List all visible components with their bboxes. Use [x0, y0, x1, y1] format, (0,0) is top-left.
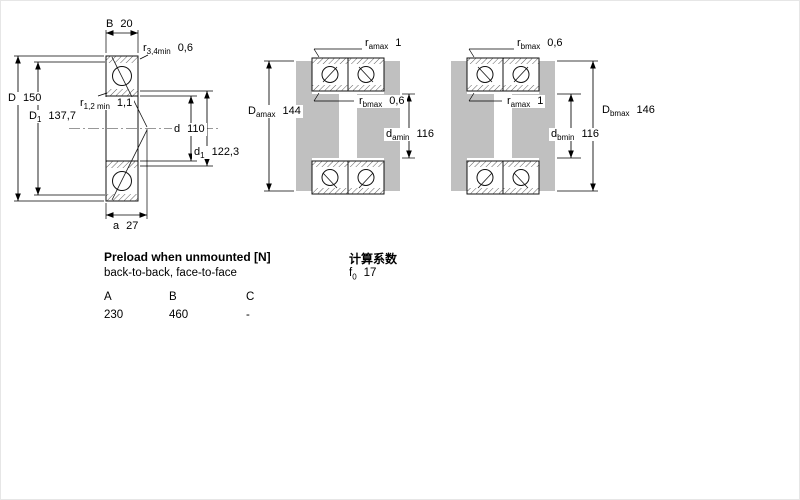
dim-symbol: a — [113, 220, 120, 232]
dim-value: 122,3 — [211, 146, 240, 158]
dimension-lines-pair-left — [264, 48, 415, 192]
dim-subscript: amin — [392, 133, 410, 143]
dim-symbol: f — [349, 267, 353, 279]
dim-symbol: D — [602, 104, 610, 116]
ball-upper — [112, 66, 132, 86]
dim-label-a: a 27 — [113, 220, 138, 233]
dim-symbol: d — [551, 128, 558, 140]
dim-label-rbmax-top: rbmax 0,6 — [517, 37, 563, 52]
dim-label-dbmin: dbmin 116 — [549, 128, 602, 143]
dim-label-D1: D1 137,7 — [27, 110, 78, 125]
dim-symbol: r — [517, 37, 521, 49]
dim-subscript: amax — [368, 42, 389, 52]
dim-symbol: d — [386, 128, 393, 140]
dim-subscript: bmax — [362, 100, 383, 110]
dim-subscript: bmin — [557, 133, 575, 143]
ball-lower — [112, 171, 132, 191]
dim-value: 110 — [187, 123, 205, 135]
contact-line-lower — [111, 129, 148, 201]
dim-subscript: amax — [255, 110, 276, 120]
dim-subscript: amax — [510, 100, 531, 110]
single-bearing-cross-section — [69, 55, 219, 202]
dim-symbol: B — [106, 18, 114, 30]
dim-value: 0,6 — [547, 37, 563, 49]
dim-symbol: r — [143, 42, 147, 54]
dim-value: 150 — [22, 92, 42, 104]
dim-symbol: d — [194, 146, 201, 158]
dim-subscript: 1 — [200, 151, 205, 161]
dim-value: 144 — [282, 105, 301, 117]
preload-col-header-B: B — [169, 291, 177, 303]
dim-symbol: D — [29, 110, 37, 122]
calc-factors-title: 计算系数 — [349, 252, 398, 266]
dim-symbol: d — [174, 123, 181, 135]
dim-value: 0,6 — [177, 42, 193, 54]
dim-value: 1 — [537, 95, 544, 107]
dim-value: 20 — [120, 18, 133, 30]
calc-factor-f0: f0 17 — [349, 267, 377, 282]
paired-bearings-back-to-back — [264, 48, 415, 195]
dimension-lines-pair-right — [468, 48, 598, 192]
dim-value: 17 — [363, 267, 377, 279]
paired-bearings-face-to-face — [451, 48, 598, 195]
dim-label-d: d 110 — [172, 123, 207, 136]
dim-subscript: 3,4min — [146, 47, 171, 57]
dim-subscript: bmax — [520, 42, 541, 52]
dim-value: 116 — [416, 128, 435, 140]
dim-label-Damax: Damax 144 — [246, 105, 303, 120]
dim-value: 1,1 — [116, 97, 133, 109]
dim-value: 137,7 — [48, 110, 76, 122]
dim-subscript: 1 — [36, 115, 42, 125]
dim-label-Dbmax: Dbmax 146 — [602, 104, 655, 119]
dim-subscript: 1,2 min — [83, 102, 110, 112]
preload-table: A B C 230 460 - — [104, 291, 306, 321]
dim-symbol: r — [507, 95, 511, 107]
preload-col-header-C: C — [246, 291, 255, 303]
preload-col-header-A: A — [104, 291, 112, 303]
preload-value-A: 230 — [104, 309, 124, 321]
dim-symbol: D — [248, 105, 256, 117]
dim-symbol: r — [359, 95, 363, 107]
dim-symbol: r — [80, 97, 84, 109]
dim-label-r34: r3,4min 0,6 — [143, 42, 193, 57]
contact-line-upper — [111, 56, 148, 128]
dim-value: 116 — [581, 128, 600, 140]
preload-title: Preload when unmounted [N] — [104, 250, 271, 264]
dim-label-ramax-top: ramax 1 — [365, 37, 402, 52]
preload-subtitle: back-to-back, face-to-face — [104, 267, 237, 279]
dim-label-d1: d1 122,3 — [192, 146, 242, 161]
dim-value: 0,6 — [389, 95, 405, 107]
dim-label-rbmax-mid: rbmax 0,6 — [357, 95, 407, 110]
dimension-lines-main — [14, 30, 213, 219]
dim-value: 1 — [395, 37, 402, 49]
preload-value-C: - — [246, 309, 250, 321]
dim-label-damin: damin 116 — [384, 128, 437, 143]
dim-label-r12: r1,2 min 1,1 — [78, 97, 135, 112]
dim-label-B: B 20 — [106, 18, 133, 31]
dim-label-D: D 150 — [6, 92, 44, 105]
dim-label-ramax-mid: ramax 1 — [505, 95, 546, 110]
dim-subscript: bmax — [609, 109, 630, 119]
dim-value: 146 — [636, 104, 655, 116]
preload-value-B: 460 — [169, 309, 189, 321]
dim-symbol: D — [8, 92, 16, 104]
dim-value: 27 — [126, 220, 139, 232]
dim-subscript: 0 — [352, 272, 357, 282]
dim-symbol: r — [365, 37, 369, 49]
